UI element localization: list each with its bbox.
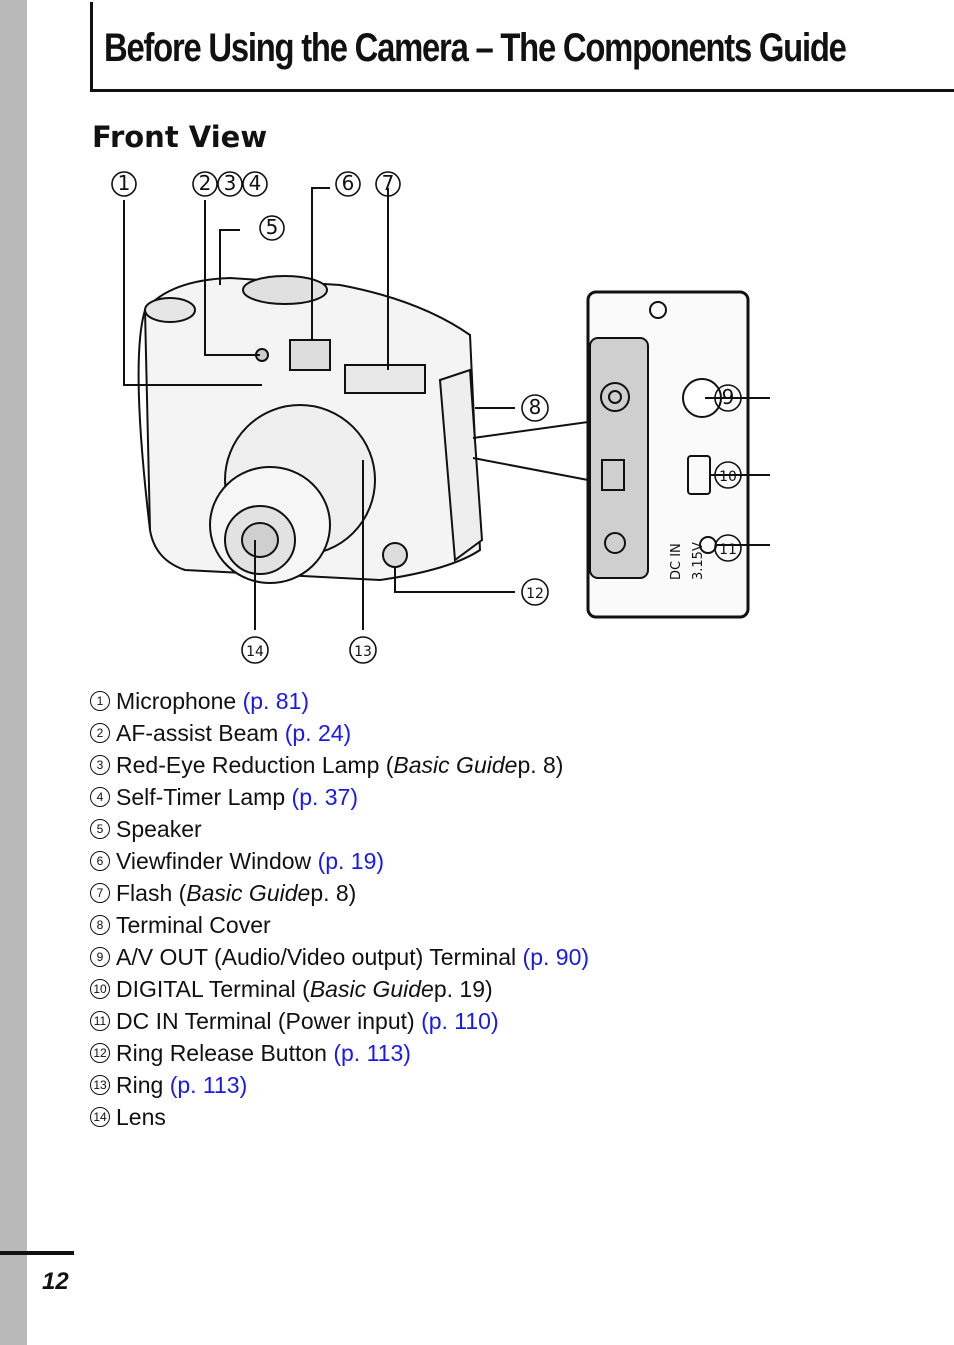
list-item: 8 Terminal Cover	[90, 909, 589, 941]
camera-diagram: 1 2 3 4 5 6 7 8 9 10 11 12 13 14 DC IN 3…	[90, 160, 805, 680]
item-number: 12	[90, 1043, 110, 1063]
camera-grip	[137, 309, 151, 531]
list-item: 9 A/V OUT (Audio/Video output) Terminal …	[90, 941, 589, 973]
list-item: 10 DIGITAL Terminal (Basic Guide p. 19)	[90, 973, 589, 1005]
item-number: 10	[90, 979, 110, 999]
list-item: 7 Flash (Basic Guide p. 8)	[90, 877, 589, 909]
callout-9: 9	[722, 385, 735, 409]
item-number: 2	[90, 723, 110, 743]
list-item: 2 AF-assist Beam (p. 24)	[90, 717, 589, 749]
item-number: 6	[90, 851, 110, 871]
list-item: 14 Lens	[90, 1101, 589, 1133]
item-number: 14	[90, 1107, 110, 1127]
item-number: 1	[90, 691, 110, 711]
page-reference-link[interactable]: (p. 37)	[291, 783, 359, 810]
callout-3: 3	[224, 171, 237, 195]
callout-5: 5	[266, 215, 279, 239]
camera-illustration: 1 2 3 4 5 6 7 8 9 10 11 12 13 14 DC IN 3…	[111, 171, 805, 664]
callout-10: 10	[719, 469, 737, 485]
item-name: Self-Timer Lamp	[116, 783, 286, 810]
list-item: 5 Speaker	[90, 813, 589, 845]
item-name: Ring Release Button	[116, 1039, 327, 1066]
callout-4: 4	[249, 171, 262, 195]
item-number: 11	[90, 1011, 110, 1031]
section-heading: Front View	[92, 120, 268, 154]
page-reference-link[interactable]: (p. 113)	[333, 1039, 411, 1066]
item-name: A/V OUT (Audio/Video output) Terminal	[116, 943, 517, 970]
item-number: 9	[90, 947, 110, 967]
ring-release-button	[382, 542, 408, 568]
item-name: Flash (	[116, 879, 187, 906]
list-item: 12 Ring Release Button (p. 113)	[90, 1037, 589, 1069]
page-number: 12	[42, 1268, 69, 1295]
callout-2: 2	[199, 171, 212, 195]
flash-window	[344, 364, 426, 394]
guide-page: p. 8)	[517, 751, 564, 778]
item-name: Lens	[116, 1103, 166, 1130]
viewfinder	[289, 339, 331, 371]
item-name: AF-assist Beam	[116, 719, 279, 746]
item-name: Viewfinder Window	[116, 847, 312, 874]
callout-14: 14	[246, 644, 264, 660]
page-reference-link[interactable]: (p. 113)	[169, 1071, 248, 1098]
list-item: 11 DC IN Terminal (Power input) (p. 110)	[90, 1005, 589, 1037]
item-number: 5	[90, 819, 110, 839]
item-number: 8	[90, 915, 110, 935]
guide-reference: Basic Guide	[309, 975, 434, 1002]
item-name: Red-Eye Reduction Lamp (	[116, 751, 394, 778]
callout-6: 6	[342, 171, 355, 195]
list-item: 4 Self-Timer Lamp (p. 37)	[90, 781, 589, 813]
page-title: Before Using the Camera – The Components…	[104, 26, 847, 70]
item-name: DC IN Terminal (Power input)	[116, 1007, 415, 1034]
dc-in-label: DC IN	[669, 543, 684, 580]
guide-page: p. 19)	[433, 975, 493, 1002]
voltage-label: 3.15V	[691, 542, 706, 580]
list-item: 3 Red-Eye Reduction Lamp (Basic Guide p.…	[90, 749, 589, 781]
guide-reference: Basic Guide	[393, 751, 518, 778]
item-name: Terminal Cover	[116, 911, 271, 938]
page-reference-link[interactable]: (p. 110)	[421, 1007, 499, 1034]
callout-13: 13	[354, 644, 372, 660]
callout-7: 7	[382, 171, 395, 195]
callout-12: 12	[526, 586, 544, 602]
item-number: 4	[90, 787, 110, 807]
page-reference-link[interactable]: (p. 24)	[284, 719, 352, 746]
component-list: 1 Microphone (p. 81) 2 AF-assist Beam (p…	[90, 685, 589, 1133]
callout-11: 11	[719, 542, 737, 558]
callout-1: 1	[118, 171, 131, 195]
item-number: 7	[90, 883, 110, 903]
item-number: 3	[90, 755, 110, 775]
guide-page: p. 8)	[310, 879, 357, 906]
shutter-button	[144, 297, 196, 323]
mode-dial	[242, 275, 328, 305]
title-frame	[90, 2, 954, 92]
page-reference-link[interactable]: (p. 19)	[317, 847, 385, 874]
side-strip	[0, 0, 27, 1345]
item-name: Speaker	[116, 815, 202, 842]
callout-8: 8	[529, 395, 542, 419]
item-number: 13	[90, 1075, 110, 1095]
page-reference-link[interactable]: (p. 90)	[522, 943, 590, 970]
terminal-cover	[438, 368, 484, 562]
list-item: 13 Ring (p. 113)	[90, 1069, 589, 1101]
item-name: DIGITAL Terminal (	[116, 975, 310, 1002]
list-item: 6 Viewfinder Window (p. 19)	[90, 845, 589, 877]
item-name: Ring	[116, 1071, 164, 1098]
item-name: Microphone	[116, 687, 237, 714]
page-reference-link[interactable]: (p. 81)	[242, 687, 310, 714]
guide-reference: Basic Guide	[186, 879, 311, 906]
list-item: 1 Microphone (p. 81)	[90, 685, 589, 717]
footer-rule	[0, 1251, 74, 1255]
